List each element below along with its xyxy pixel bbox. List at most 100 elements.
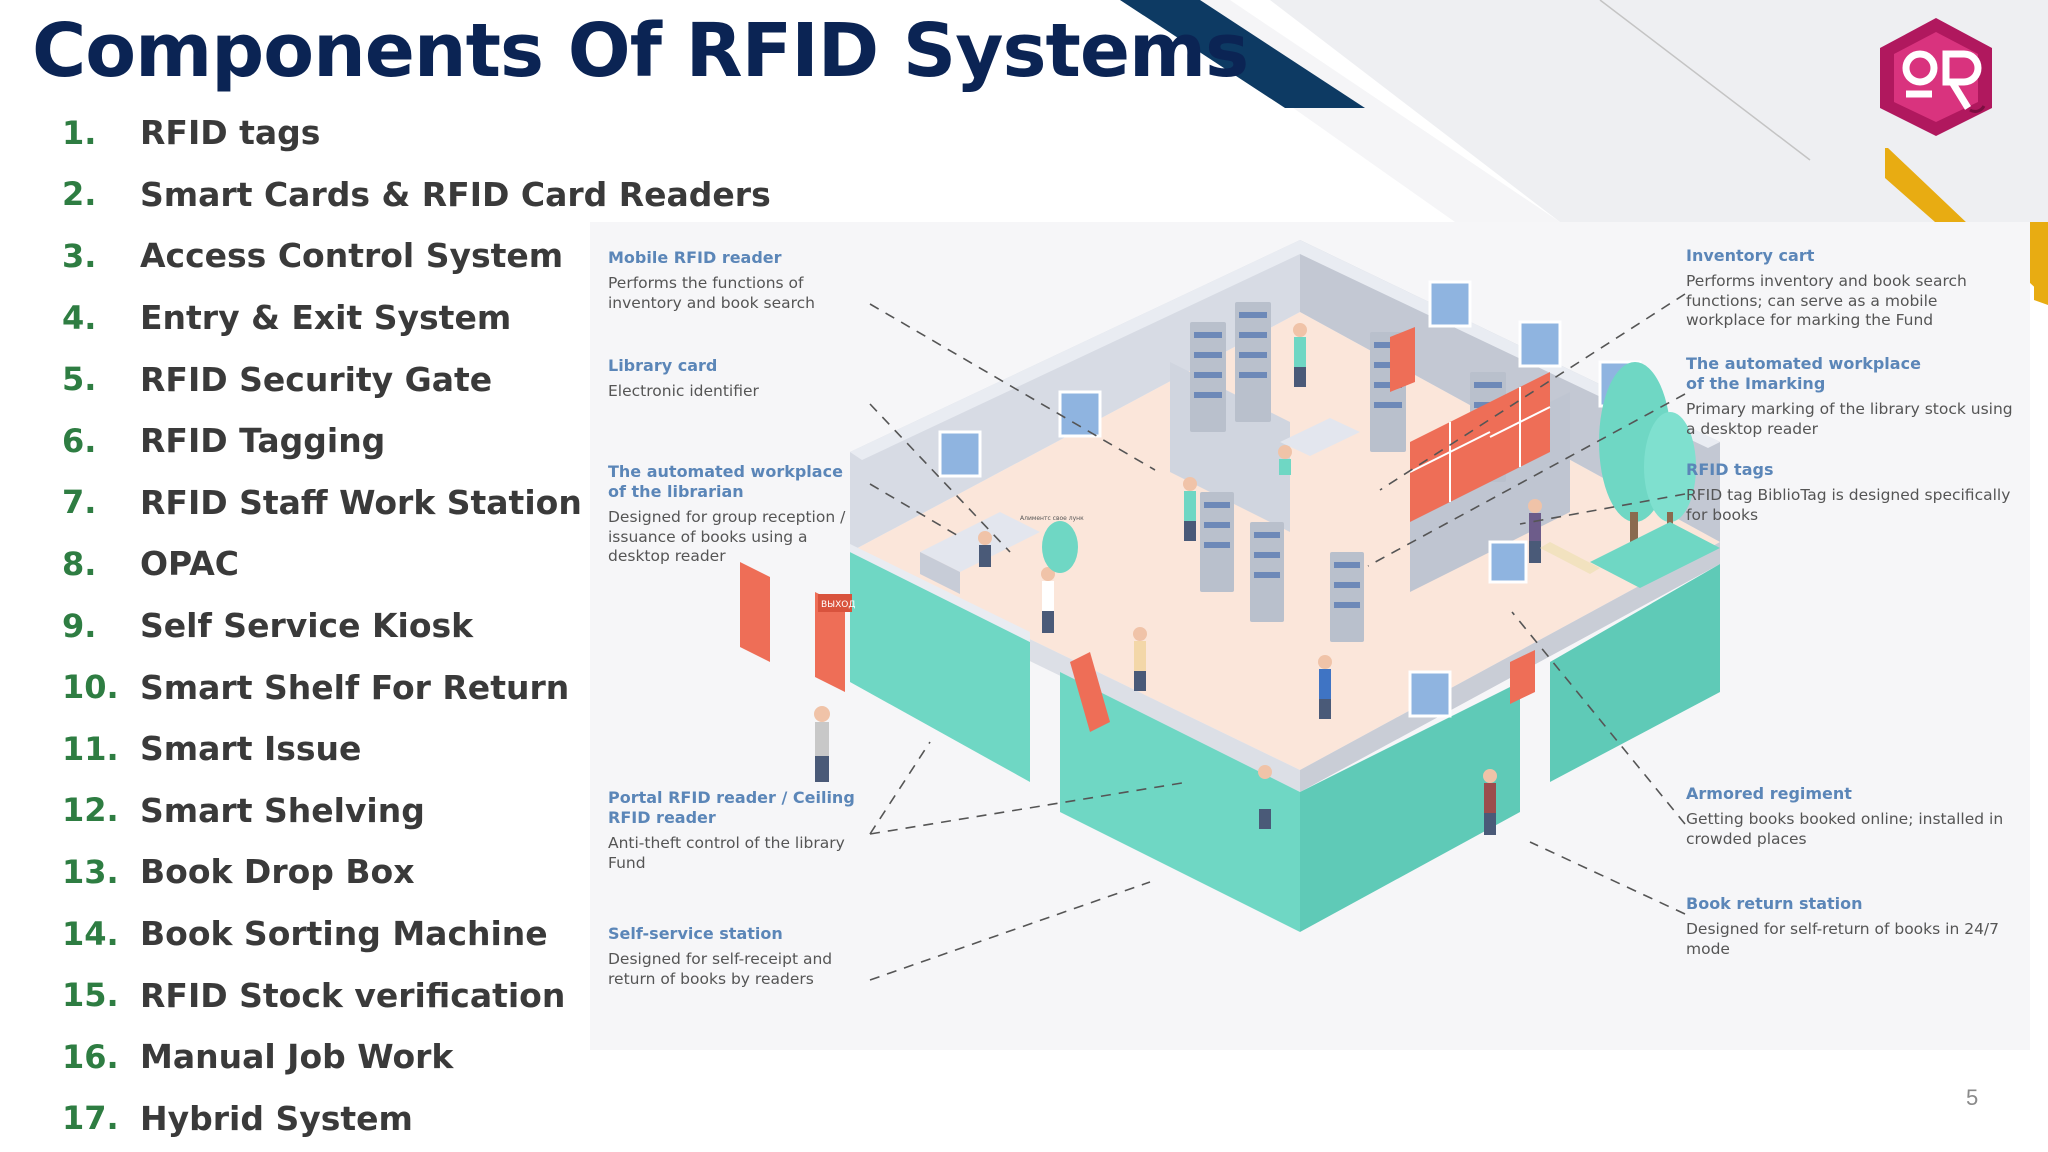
list-number: 7. (62, 483, 97, 522)
gold-diagonal-stripe (1885, 148, 2048, 300)
list-number: 8. (62, 544, 97, 583)
exit-sign-plate (818, 594, 852, 612)
list-item: 4. Entry & Exit System (62, 287, 771, 349)
list-number: 6. (62, 421, 97, 460)
kiosk-sign: Алиментс свое лунк (1020, 515, 1084, 522)
callout-librarian-workplace: The automated workplace of the librarian… (608, 462, 858, 567)
list-label: Self Service Kiosk (140, 606, 474, 646)
callout-description: Getting books booked online; installed i… (1686, 810, 2004, 848)
exit-sign: ВЫХОД (821, 600, 855, 610)
door-left (740, 562, 770, 662)
callout-self-service-station: Self-service station Designed for self-r… (608, 924, 858, 989)
callout-description: Performs inventory and book search funct… (1686, 272, 1967, 329)
list-label: Manual Job Work (140, 1037, 454, 1077)
callout-description: Electronic identifier (608, 382, 759, 400)
list-item: 15. RFID Stock verification (62, 964, 771, 1026)
self-service-kiosk (1070, 652, 1110, 732)
list-number: 14. (62, 914, 119, 953)
list-label: OPAC (140, 544, 239, 584)
list-number: 16. (62, 1037, 119, 1076)
list-number: 13. (62, 852, 119, 891)
list-label: Smart Issue (140, 729, 362, 769)
slide-title: Components Of RFID Systems (32, 8, 1249, 94)
callout-title: The automated workplace of the Imarking (1686, 354, 1921, 393)
list-item: 6.RFID Tagging (62, 410, 771, 472)
callout-title: RFID tags (1686, 460, 1774, 479)
list-label: RFID Stock verification (140, 975, 566, 1015)
callout-marking-workplace: The automated workplace of the Imarking … (1686, 354, 2016, 439)
callout-inventory-cart: Inventory cart Performs inventory and bo… (1686, 246, 2016, 331)
list-label: Entry & Exit System (140, 298, 512, 338)
callout-title: Self-service station (608, 924, 783, 943)
list-label: Access Control System (140, 236, 564, 276)
list-label: Smart Cards & RFID Card Readers (140, 174, 771, 214)
list-item: 12. Smart Shelving (62, 780, 771, 842)
reception-desk-front (920, 552, 960, 594)
people (814, 323, 1542, 835)
callout-description: Performs the functions of inventory and … (608, 274, 815, 312)
front-wall-right-teal (1300, 682, 1520, 932)
callout-description: Designed for self-return of books in 24/… (1686, 920, 2000, 958)
list-number: 4. (62, 298, 97, 337)
list-label: RFID Staff Work Station (140, 482, 582, 522)
list-item: 17. Hybrid System (62, 1088, 771, 1150)
bench (1540, 542, 1600, 574)
wall-top-trim (850, 544, 1030, 642)
inventory-cart (1390, 327, 1415, 392)
components-list: 1. RFID tags 2. Smart Cards & RFID Card Re… (62, 102, 771, 1149)
callout-description: Primary marking of the library stock usi… (1686, 400, 2013, 438)
list-number: 1. (62, 113, 97, 152)
list-label: Book Sorting Machine (140, 914, 548, 954)
rfid-library-illustration: ВЫХОД Алиментс свое лунк (590, 222, 2030, 1050)
door-exit (815, 592, 845, 692)
callout-title: The automated workplace of the librarian (608, 462, 843, 501)
list-number: 11. (62, 729, 119, 768)
grey-triangle-background (1270, 0, 2048, 222)
callout-title: Book return station (1686, 894, 1863, 913)
navy-diagonal-stripe (1120, 0, 1365, 108)
company-logo (1880, 18, 1992, 136)
marking-desk (1280, 418, 1360, 456)
front-wall-left-teal (850, 552, 1030, 782)
callout-portal-rfid-reader: Portal RFID reader / Ceiling RFID reader… (608, 788, 858, 873)
list-label: RFID Security Gate (140, 359, 493, 399)
callout-library-card: Library card Electronic identifier (608, 356, 858, 402)
list-item: 7. RFID Staff Work Station (62, 472, 771, 534)
list-item: 10. Smart Shelf For Return (62, 656, 771, 718)
callout-book-return-station: Book return station Designed for self-re… (1686, 894, 2016, 959)
list-number: 3. (62, 236, 97, 275)
gold-edge-stripe (2034, 240, 2048, 305)
list-item: 9. Self Service Kiosk (62, 595, 771, 657)
list-number: 12. (62, 791, 119, 830)
callout-title: Library card (608, 356, 718, 375)
list-item: 13.Book Drop Box (62, 841, 771, 903)
callout-armored-regiment: Armored regiment Getting books booked on… (1686, 784, 2016, 849)
callout-mobile-rfid-reader: Mobile RFID reader Performs the function… (608, 248, 858, 313)
callout-description: Designed for self-receipt and return of … (608, 950, 833, 988)
callout-description: Anti-theft control of the library Fund (608, 834, 845, 872)
plant (1042, 521, 1078, 573)
list-number: 10. (62, 668, 119, 707)
callout-title: Mobile RFID reader (608, 248, 782, 267)
list-item: 3. Access Control System (62, 225, 771, 287)
list-item: 1. RFID tags (62, 102, 771, 164)
list-item: 14. Book Sorting Machine (62, 903, 771, 965)
list-label: RFID tags (140, 113, 321, 153)
callout-rfid-tags: RFID tags RFID tag BiblioTag is designed… (1686, 460, 2016, 525)
list-number: 15. (62, 976, 119, 1015)
front-wall-right-teal-2 (1550, 564, 1720, 782)
callout-title: Portal RFID reader / Ceiling RFID reader (608, 788, 855, 827)
list-label: Hybrid System (140, 1098, 413, 1138)
callout-title: Armored regiment (1686, 784, 1852, 803)
list-label: Smart Shelving (140, 790, 425, 830)
list-number: 2. (62, 175, 97, 214)
list-number: 9. (62, 606, 97, 645)
list-item: 5. RFID Security Gate (62, 348, 771, 410)
list-number: 5. (62, 360, 97, 399)
callout-description: RFID tag BiblioTag is designed specifica… (1686, 486, 2011, 524)
list-item: 11. Smart Issue (62, 718, 771, 780)
list-number: 17. (62, 1099, 119, 1138)
list-label: Smart Shelf For Return (140, 667, 570, 707)
isometric-library-drawing: ВЫХОД Алиментс свое лунк (740, 240, 1720, 932)
